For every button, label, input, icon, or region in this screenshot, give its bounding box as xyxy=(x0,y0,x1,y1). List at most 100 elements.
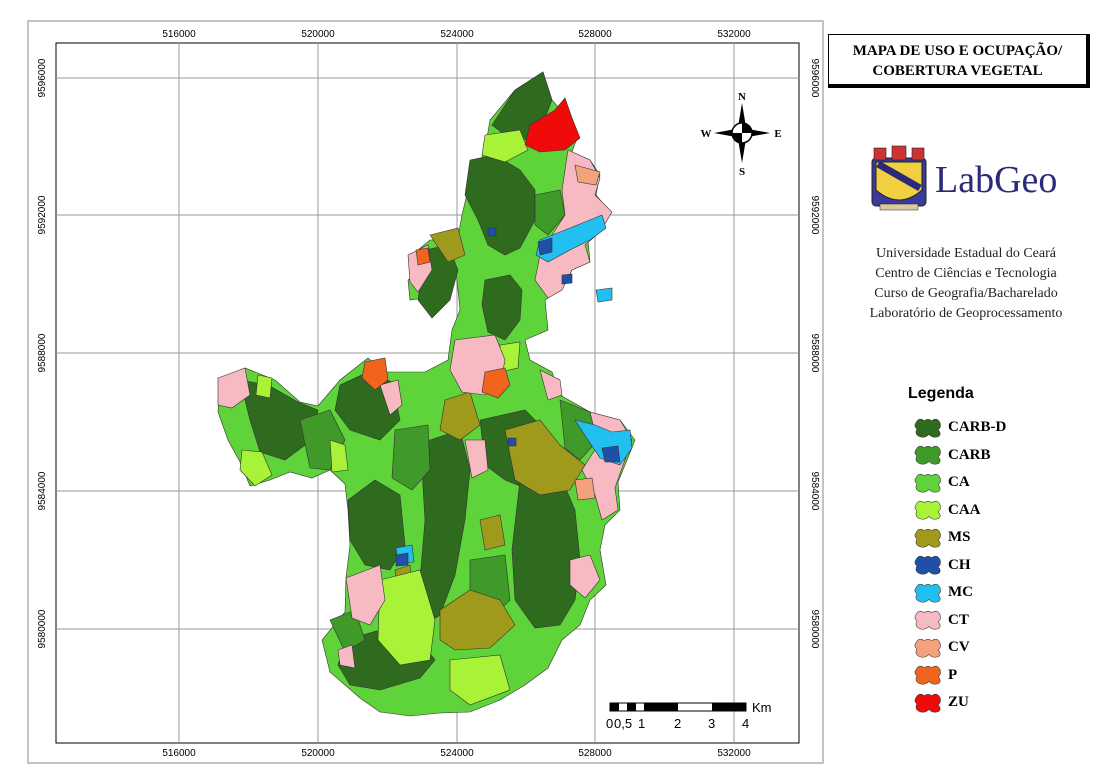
west-label: W xyxy=(701,128,712,140)
labgeo-logo: LabGeo xyxy=(935,159,1058,201)
p-north-west xyxy=(415,247,431,266)
map-title-box: MAPA DE USO E OCUPAÇÃO/ COBERTURA VEGETA… xyxy=(828,34,1090,88)
legend-swatch xyxy=(914,611,941,630)
legend-title: Legenda xyxy=(908,385,974,402)
legend-label: P xyxy=(948,666,958,683)
legend-item: CARB xyxy=(912,442,1006,470)
east-arrow-needle xyxy=(748,129,770,137)
ms-south-2 xyxy=(479,514,506,551)
legend-label: ZU xyxy=(948,694,969,711)
legend-item: MC xyxy=(912,579,1006,607)
x-label-bottom: 524000 xyxy=(440,748,474,759)
x-label-bottom: 532000 xyxy=(717,748,751,759)
y-label-right: 9584000 xyxy=(809,472,820,511)
scale-tick-label: 0 xyxy=(606,716,613,731)
y-label-left: 9580000 xyxy=(37,609,48,648)
land-use-map xyxy=(217,71,636,717)
caa-southeast xyxy=(449,654,511,706)
legend-item: CV xyxy=(912,634,1006,662)
caa-west xyxy=(239,449,273,487)
scale-tick-label: 0,5 xyxy=(614,716,632,731)
legend-item: CT xyxy=(912,607,1006,635)
y-label-right: 9588000 xyxy=(809,334,820,373)
y-label-left: 9588000 xyxy=(37,333,48,372)
ms-south xyxy=(439,589,516,651)
legend-label: CT xyxy=(948,611,969,628)
ct-west xyxy=(217,367,251,409)
cv-northeast xyxy=(574,164,601,186)
legend-swatch xyxy=(914,446,941,465)
x-label-bottom: 528000 xyxy=(578,748,612,759)
ch-patch xyxy=(487,227,497,237)
ch-patch xyxy=(601,445,621,463)
institution-line: Laboratório de Geoprocessamento xyxy=(869,306,1063,321)
p-center xyxy=(481,367,511,399)
south-arrow-needle xyxy=(738,139,746,163)
ch-patch xyxy=(537,237,553,256)
map-title: MAPA DE USO E OCUPAÇÃO/ COBERTURA VEGETA… xyxy=(829,35,1086,81)
legend-label: CAA xyxy=(948,501,981,518)
legend-swatch xyxy=(914,666,941,685)
carb-center xyxy=(391,424,431,491)
grid-labels-left: 9596000 9592000 9588000 9584000 9580000 xyxy=(37,58,48,648)
ct-center-west xyxy=(379,379,403,416)
legend-item: MS xyxy=(912,524,1006,552)
scale-tick-label: 3 xyxy=(708,716,715,731)
legend-label: CARB-D xyxy=(948,419,1007,436)
legend-label: CARB xyxy=(948,446,991,463)
x-label-top: 524000 xyxy=(440,29,474,40)
legend-swatch xyxy=(914,473,941,493)
scale-tick-label: 1 xyxy=(638,716,645,731)
ch-patch xyxy=(561,273,573,285)
legend-swatch xyxy=(914,638,941,658)
legend-label: MS xyxy=(948,529,971,546)
zu-urban-zone xyxy=(524,97,581,153)
cv-east xyxy=(574,477,596,501)
y-label-left: 9592000 xyxy=(37,195,48,234)
x-label-top: 516000 xyxy=(162,29,196,40)
legend-item: P xyxy=(912,662,1006,690)
ch-patch xyxy=(395,552,409,567)
carb-d-southeast xyxy=(511,474,581,629)
scale-bar: Km 0 0,5 1 2 3 4 xyxy=(606,700,772,731)
carb-d-mid-north xyxy=(481,274,523,341)
ct-east xyxy=(539,369,563,401)
carb-d-upper xyxy=(464,154,536,256)
legend-swatch xyxy=(914,501,941,520)
institution-line: Centro de Ciências e Tecnologia xyxy=(875,266,1057,281)
scale-tick-label: 4 xyxy=(742,716,749,731)
caa-south xyxy=(377,569,436,666)
x-label-top: 528000 xyxy=(578,29,612,40)
legend-swatch xyxy=(914,528,941,548)
institution-block: Universidade Estadual do Ceará Centro de… xyxy=(836,244,1096,324)
legend-label: MC xyxy=(948,584,973,601)
north-arrow: N S E W xyxy=(701,91,782,178)
x-label-bottom: 516000 xyxy=(162,748,196,759)
carb-southwest xyxy=(329,609,366,653)
scale-tick-label: 2 xyxy=(674,716,681,731)
legend-item: CARB-D xyxy=(912,414,1006,442)
ct-northeast xyxy=(534,149,613,299)
carb-east xyxy=(559,399,599,461)
carb-north xyxy=(534,189,566,236)
legend-item: CH xyxy=(912,552,1006,580)
ms-center xyxy=(439,391,481,441)
legend-swatch xyxy=(914,418,941,438)
y-label-right: 9580000 xyxy=(809,610,820,649)
legend-label: CV xyxy=(948,639,970,656)
north-label: N xyxy=(738,91,746,103)
institution-line: Curso de Geografia/Bacharelado xyxy=(874,286,1058,301)
y-label-right: 9596000 xyxy=(809,59,820,98)
x-label-top: 520000 xyxy=(301,29,335,40)
legend-list: CARB-D CARB CA CAA MS CH MC CT CV P ZU xyxy=(912,414,1006,717)
legend-label: CH xyxy=(948,556,971,573)
map-title-line-2: COBERTURA VEGETAL xyxy=(872,63,1043,79)
grid-labels-top: 516000 520000 524000 528000 532000 xyxy=(162,29,751,40)
legend-label: CA xyxy=(948,474,970,491)
legend-item: CAA xyxy=(912,497,1006,525)
ct-mid-center xyxy=(464,439,489,479)
grid-labels-right: 9596000 9592000 9588000 9584000 9580000 xyxy=(809,59,820,649)
ct-south-west xyxy=(345,564,386,626)
scale-unit: Km xyxy=(752,700,772,715)
